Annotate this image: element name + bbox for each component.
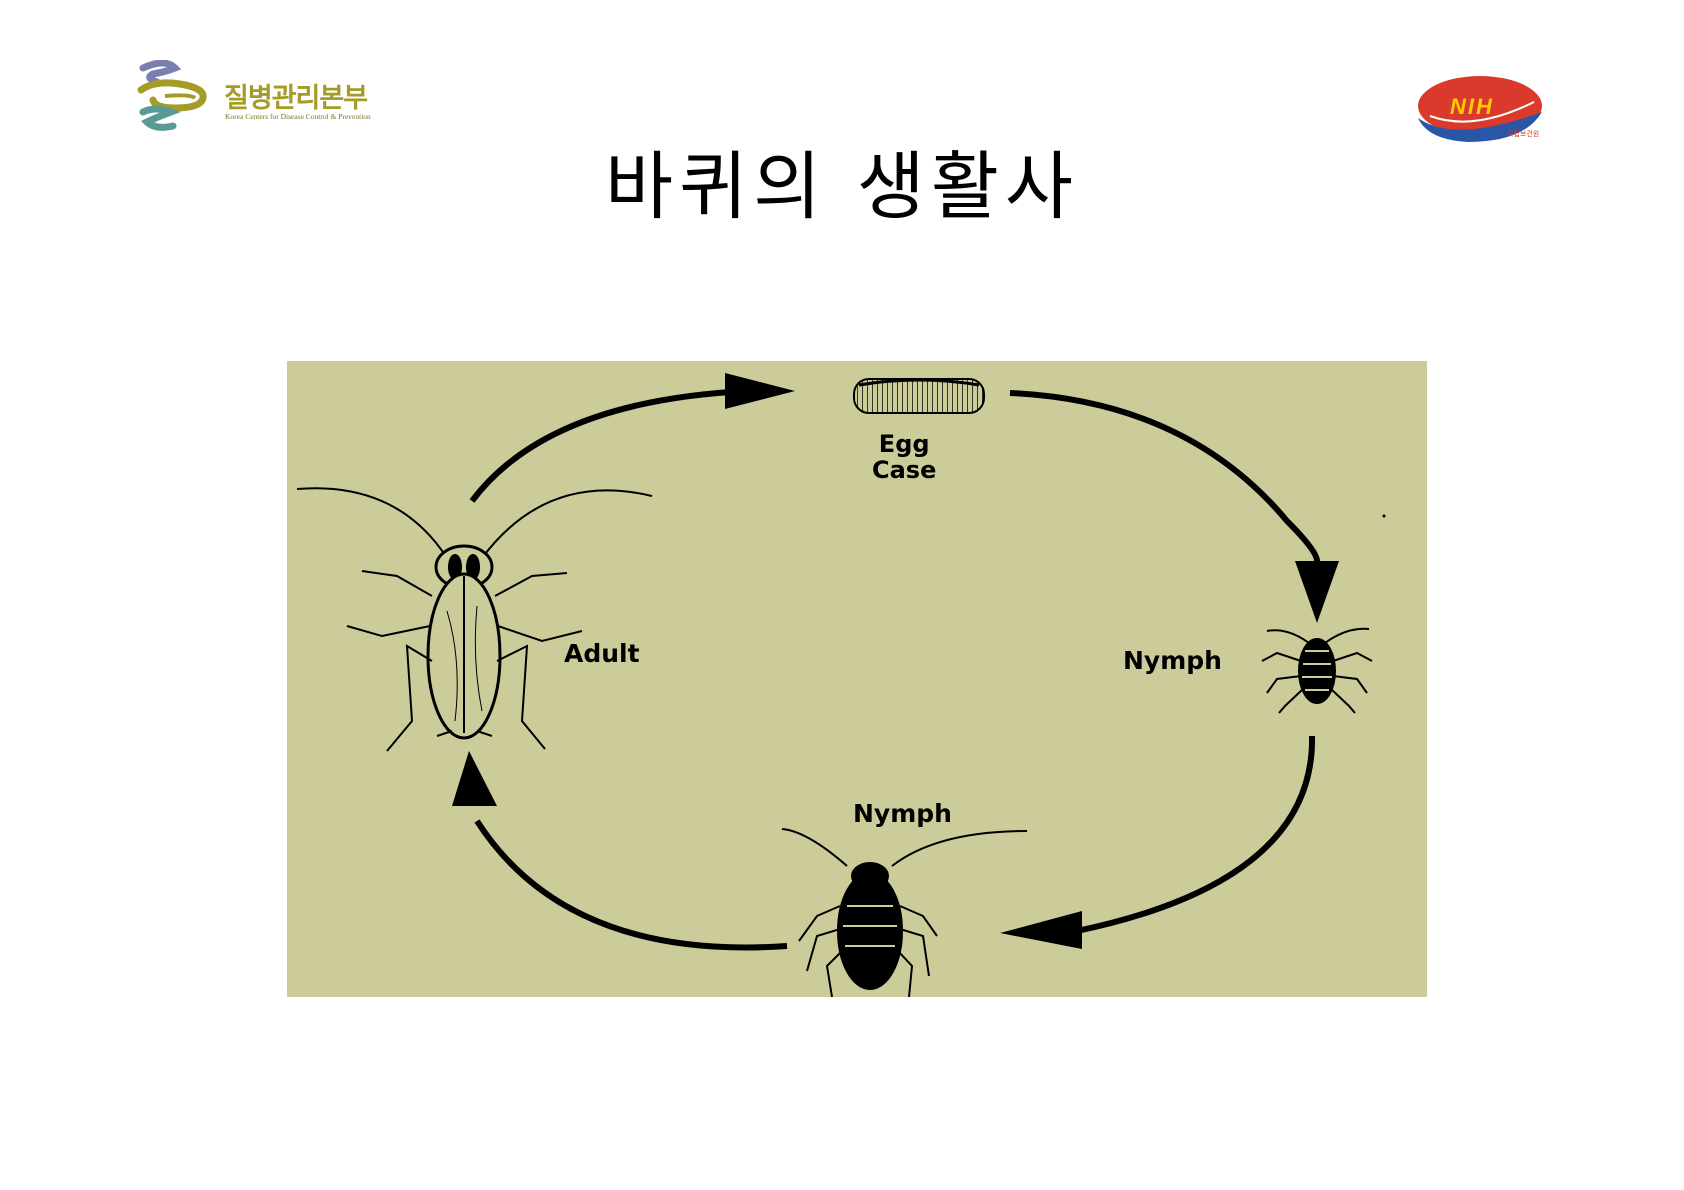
nih-logo: NIH 국립보건원 — [1414, 72, 1549, 144]
life-cycle-graphics — [296, 373, 1386, 997]
life-cycle-diagram: Egg Case Adult Nymph Nymph — [287, 361, 1427, 997]
nih-logo-subtitle: 국립보건원 — [1507, 130, 1540, 138]
arrow-nymph-to-nymph — [1000, 735, 1316, 949]
kcdc-logo: 질병관리본부 Korea Centers for Disease Control… — [135, 60, 415, 135]
adult-cockroach-illustration — [296, 487, 653, 752]
kcdc-korean-name: 질병관리본부 — [224, 83, 368, 114]
egg-case-label-line1: Egg — [878, 430, 930, 458]
egg-case-label-line2: Case — [872, 456, 937, 485]
egg-case-label: Egg Case — [872, 431, 936, 484]
page-title: 바퀴의 생활사 — [604, 144, 1079, 230]
arrow-nymph-to-adult — [452, 751, 788, 951]
kcdc-english-name: Korea Centers for Disease Control & Prev… — [225, 112, 371, 121]
nymph-bottom-illustration — [781, 828, 1028, 997]
arrow-adult-to-egg — [469, 373, 795, 503]
nymph-right-label: Nymph — [1123, 646, 1222, 675]
nih-emblem-icon — [1418, 76, 1542, 142]
nymph-bottom-label: Nymph — [853, 799, 952, 828]
nymph-right-illustration — [1261, 627, 1373, 714]
egg-case-illustration — [853, 378, 985, 414]
arrow-egg-to-nymph — [1009, 390, 1339, 623]
adult-label: Adult — [564, 639, 640, 668]
speck — [1382, 514, 1386, 518]
nih-logo-text: NIH — [1450, 94, 1494, 119]
kcdc-emblem-icon — [137, 60, 207, 131]
